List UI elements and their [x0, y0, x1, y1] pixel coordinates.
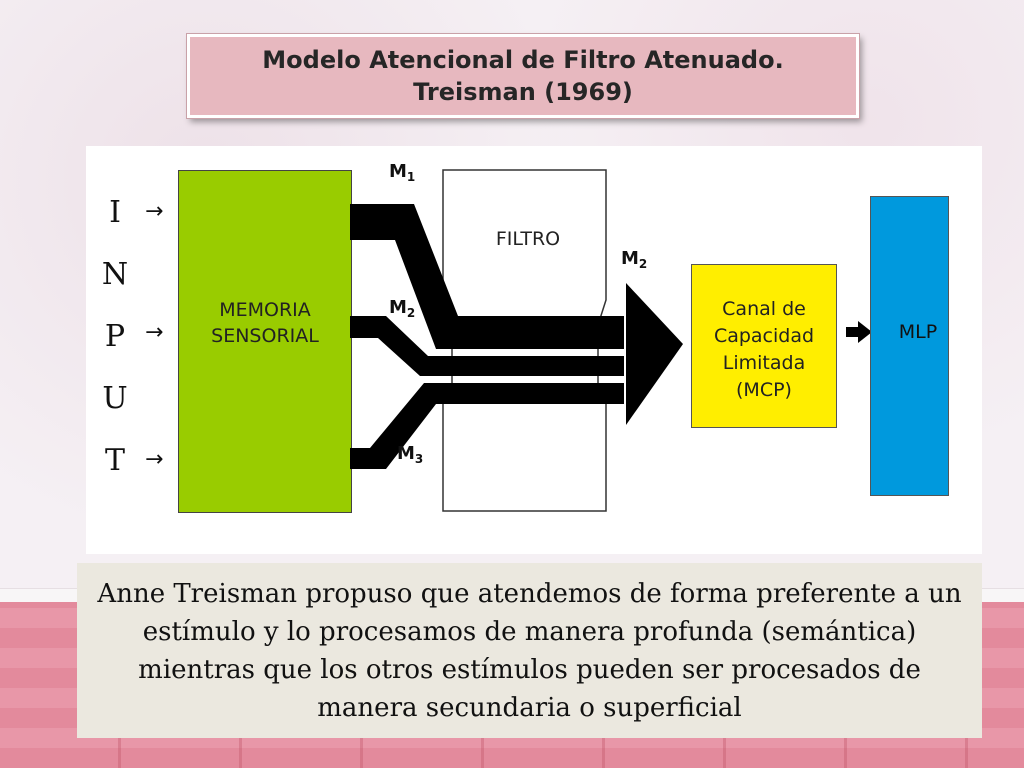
small-arrow-icon: [858, 321, 872, 343]
mcp-box: [691, 264, 837, 428]
input-letter-u: U: [102, 381, 128, 416]
memoria-sensorial-box: [178, 170, 352, 513]
big-arrow-icon: [626, 283, 683, 425]
channel-label-m1: M1: [389, 161, 416, 184]
title-line-1: Modelo Atencional de Filtro Atenuado.: [262, 46, 784, 74]
channel-label-m2-output: M2: [621, 248, 648, 271]
channel-label-m2: M2: [389, 297, 416, 320]
input-letter-t: T: [104, 443, 125, 478]
mlp-label: MLP: [898, 321, 938, 343]
channel-m2: [350, 316, 624, 376]
small-arrow-shaft: [846, 327, 860, 337]
slide-title: Modelo Atencional de Filtro Atenuado. Tr…: [187, 34, 859, 118]
input-arrow-icon: →: [145, 199, 164, 224]
channel-m1: [350, 204, 624, 349]
mlp-box: [870, 196, 949, 496]
filtro-label: FILTRO: [495, 228, 561, 250]
input-arrow-icon: →: [145, 320, 164, 345]
mcp-label: Canal de Capacidad Limitada (MCP): [713, 298, 815, 401]
description-box: Anne Treisman propuso que atendemos de f…: [77, 563, 982, 738]
title-line-2: Treisman (1969): [413, 78, 633, 106]
input-letter-i: I: [109, 195, 121, 230]
channel-m3: [350, 383, 624, 469]
input-letter-p: P: [104, 319, 126, 354]
input-arrow-icon: →: [145, 447, 164, 472]
input-letter-n: N: [101, 257, 129, 292]
channel-label-m3: M3: [397, 443, 424, 466]
description-text: Anne Treisman propuso que atendemos de f…: [97, 578, 962, 723]
memoria-sensorial-label: MEMORIA SENSORIAL: [211, 299, 319, 347]
